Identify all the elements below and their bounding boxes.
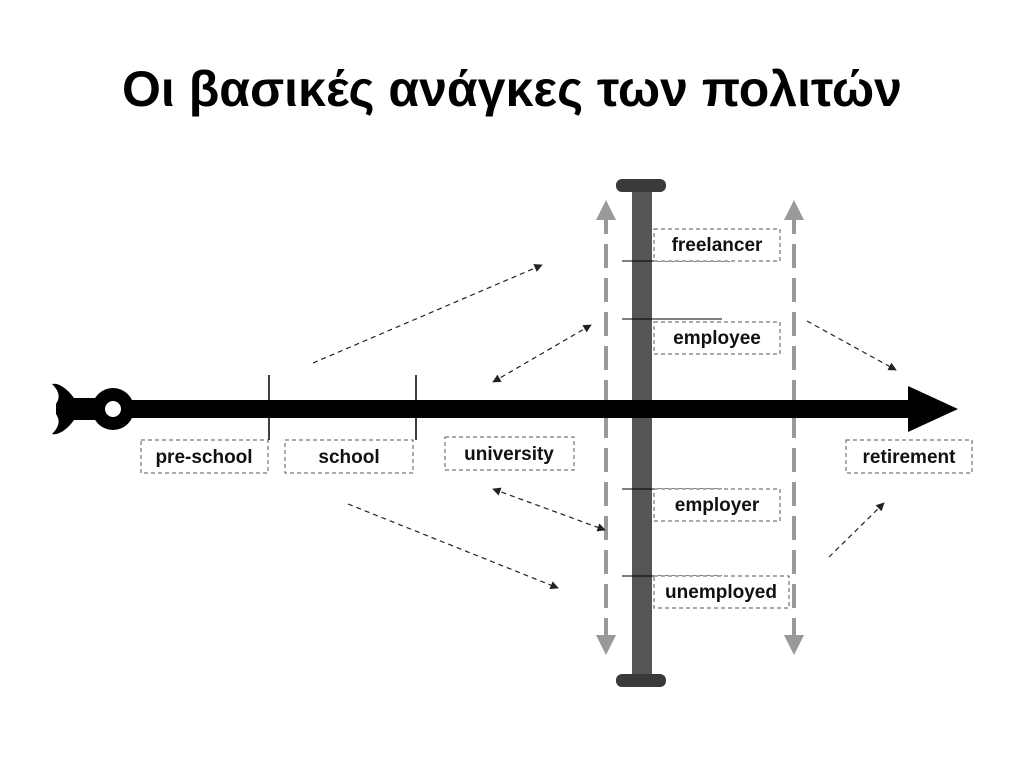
work-axis-top-cap [616, 179, 666, 192]
svg-text:school: school [318, 447, 379, 468]
flow-arrow-employee-retirement [806, 320, 897, 371]
stage-label-school: school [284, 439, 414, 474]
flow-arrow-university-employer [492, 487, 606, 532]
work-axis-bar [632, 180, 652, 685]
work-label-employer: employer [653, 488, 781, 522]
key-bow-icon [52, 383, 134, 435]
flow-arrow-unemployed-retirement [828, 502, 885, 558]
stage-label-pre-school: pre-school [140, 439, 269, 474]
svg-text:unemployed: unemployed [665, 582, 777, 603]
arrowhead-icon [908, 386, 958, 432]
timeline-shaft [120, 400, 920, 418]
flow-arrow-school-unemployed [347, 503, 559, 590]
svg-text:employee: employee [673, 328, 761, 349]
work-label-freelancer: freelancer [653, 228, 781, 262]
work-label-unemployed: unemployed [653, 575, 790, 609]
slide-title: Οι βασικές ανάγκες των πολιτών [122, 61, 902, 117]
svg-text:retirement: retirement [863, 447, 957, 468]
flow-arrow-university-employee [492, 324, 592, 383]
svg-text:pre-school: pre-school [155, 447, 252, 468]
svg-text:university: university [464, 444, 554, 465]
stage-label-retirement: retirement [845, 439, 973, 474]
flow-arrow-to-work [312, 264, 543, 364]
stage-label-university: university [444, 436, 575, 471]
work-axis-bottom-cap [616, 674, 666, 687]
svg-text:employer: employer [675, 495, 760, 516]
svg-text:freelancer: freelancer [672, 235, 763, 256]
work-label-employee: employee [653, 321, 781, 355]
